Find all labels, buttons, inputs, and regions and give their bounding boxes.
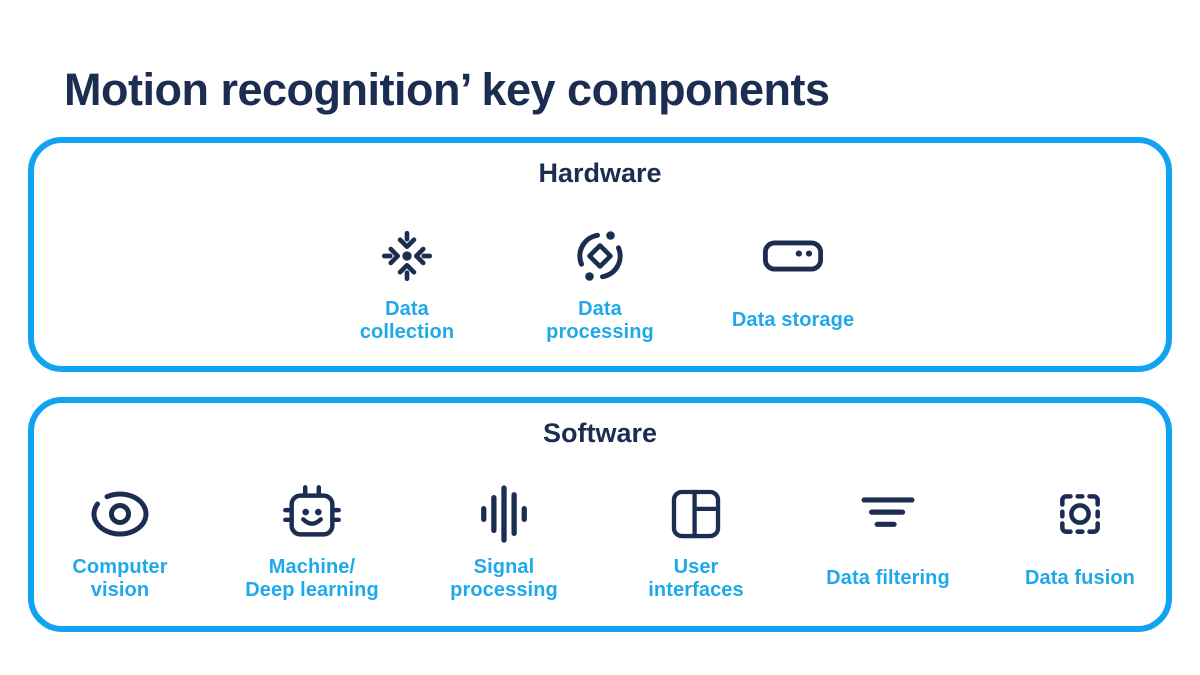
waveform-icon [477,475,531,553]
fusion-icon [1051,475,1109,553]
item-label: Data collection [359,297,455,343]
item-label: Data filtering [826,567,950,590]
item-signal-processing: Signal processing [424,475,584,605]
storage-icon [762,217,824,295]
item-computer-vision: Computer vision [40,475,200,605]
chip-icon [281,475,343,553]
hardware-items-row: Data collection Data processing [34,217,1166,347]
software-section: Software Computer vision [28,397,1172,632]
item-data-filtering: Data filtering [808,475,968,605]
item-label: Computer vision [72,555,168,601]
software-items-row: Computer vision [34,475,1166,605]
item-user-interfaces: User interfaces [616,475,776,605]
item-label: Signal processing [450,555,558,601]
software-section-title: Software [542,418,658,448]
item-data-collection: Data collection [337,217,477,347]
item-data-processing: Data processing [530,217,670,347]
layout-grid-icon [666,475,726,553]
hardware-section-title: Hardware [538,158,662,188]
hardware-section: Hardware Da [28,137,1172,372]
converge-icon [381,217,433,295]
item-label: Machine/ Deep learning [245,555,379,601]
item-label: User interfaces [648,555,744,601]
item-label: Data fusion [1025,567,1135,590]
item-label: Data processing [546,297,654,343]
filter-icon [858,475,918,553]
page-title: Motion recognition’ key components [64,64,830,115]
item-data-storage: Data storage [723,217,863,347]
item-machine-deep-learning: Machine/ Deep learning [232,475,392,605]
item-data-fusion: Data fusion [1000,475,1160,605]
item-label: Data storage [731,309,855,332]
eye-icon [88,475,152,553]
process-icon [572,217,628,295]
